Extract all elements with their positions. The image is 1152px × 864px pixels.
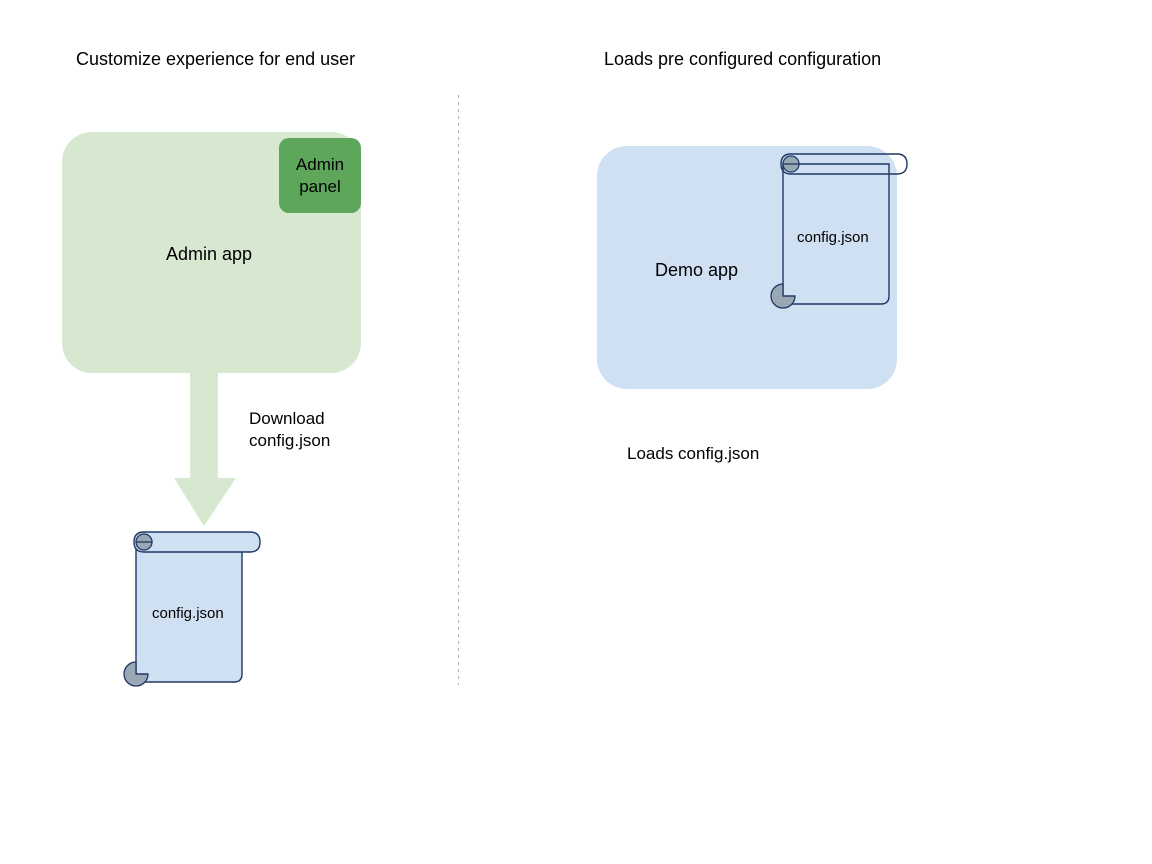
download-arrow-label: Download config.json — [249, 408, 330, 452]
download-label-line1: Download — [249, 409, 325, 428]
right-column-heading: Loads pre configured configuration — [604, 49, 882, 69]
loads-config-caption: Loads config.json — [627, 444, 760, 463]
admin-panel-line1: Admin — [295, 154, 345, 174]
admin-app-label: Admin app — [166, 244, 253, 264]
config-file-scroll-icon-right[interactable] — [765, 150, 915, 310]
admin-panel-line2: panel — [299, 176, 341, 196]
left-column-heading: Customize experience for end user — [76, 49, 356, 69]
download-label-line2: config.json — [249, 431, 331, 450]
column-divider — [458, 95, 459, 685]
config-file-scroll-icon-left[interactable] — [118, 528, 268, 688]
admin-panel-text: Admin panel — [296, 154, 344, 198]
demo-app-label: Demo app — [655, 260, 739, 280]
demo-app-container — [597, 146, 897, 389]
config-file-label-right: config.json — [797, 229, 869, 246]
admin-panel-chip[interactable]: Admin panel — [279, 138, 361, 213]
download-arrow-icon — [174, 370, 236, 526]
config-file-label-left: config.json — [152, 605, 224, 622]
